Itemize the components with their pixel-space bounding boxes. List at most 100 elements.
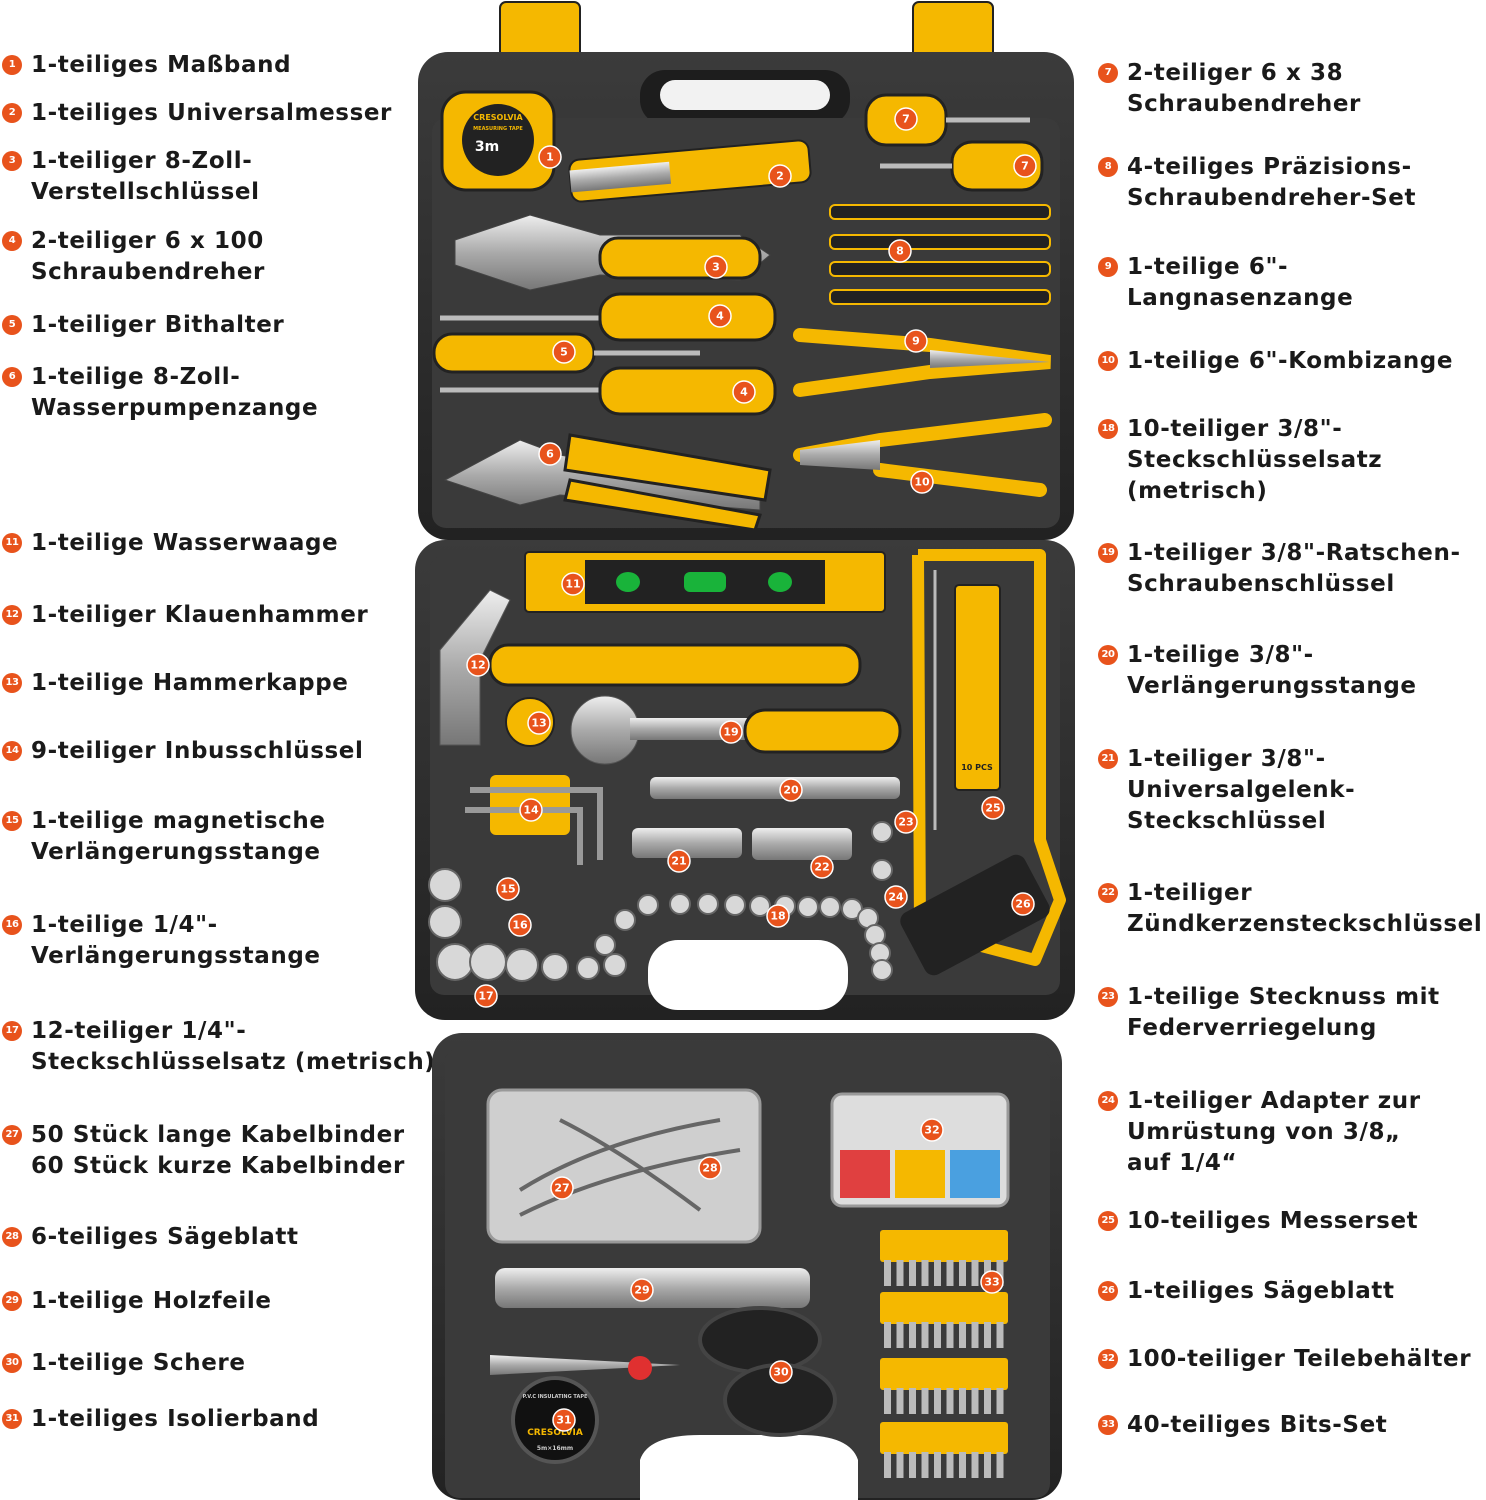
image-marker-label: 16 [512,919,528,932]
legend-label: 1-teiliger 3/8"- Universalgelenk- Stecks… [1127,746,1356,834]
bit [971,1260,979,1286]
bit [934,1388,941,1414]
bit [921,1260,929,1286]
bit [921,1388,929,1414]
image-marker-circle [552,1408,576,1432]
socket [697,893,719,915]
image-marker-circle [550,1176,574,1200]
image-marker-label: 10 [914,476,930,489]
image-marker: 24 [884,885,908,909]
image-marker: 9 [904,329,928,353]
legend-number-badge: 29 [2,1291,22,1311]
bit-set [880,1230,1008,1478]
image-marker-circle [630,1278,654,1302]
legend-label: 1-teiliges Universalmesser [31,100,393,126]
legend-label: 9-teiliger Inbusschlüssel [31,738,364,764]
combination-pliers [793,413,1052,497]
legend-item: 29 1-teilige Holzfeile [2,1286,272,1317]
legend-number-badge: 33 [1098,1415,1118,1435]
legend-label: 1-teilige 6"-Kombizange [1127,348,1454,374]
image-marker-label: 18 [770,910,785,923]
legend-label: 1-teilige Holzfeile [31,1288,272,1314]
socket [603,953,627,977]
image-marker-circle [527,711,551,735]
legend-number-badge: 17 [2,1021,22,1041]
image-marker-circle [888,239,912,263]
image-marker-label: 32 [924,1124,939,1137]
legend-label: 12-teiliger 1/4"- Steckschlüsselsatz (me… [31,1018,436,1075]
bit [896,1388,904,1414]
bit [984,1322,991,1348]
image-marker-label: 2 [776,170,784,183]
bit [934,1322,941,1348]
image-marker-label: 3 [712,261,720,274]
socket [614,909,636,931]
image-marker: 4 [708,304,732,328]
image-marker-circle [894,107,918,131]
legend-label: 4-teiliges Präzisions- Schraubendreher-S… [1127,154,1417,211]
legend-number-badge: 14 [2,741,22,761]
image-marker: 3 [704,255,728,279]
legend-number-badge: 18 [1098,419,1118,439]
bit [909,1388,916,1414]
socket [505,948,539,982]
socket [724,894,746,916]
legend-label: 1-teilige Hammerkappe [31,670,349,696]
image-marker-label: 11 [565,578,580,591]
bit [934,1452,941,1478]
blade-count: 10 PCS [961,763,993,772]
legend-number-badge: 28 [2,1227,22,1247]
legend-number-badge: 25 [1098,1211,1118,1231]
image-marker: 30 [769,1360,793,1384]
bit [946,1260,954,1286]
legend-number-badge: 1 [2,55,22,75]
image-marker: 13 [527,711,551,735]
screwdriver-1 [440,292,777,342]
image-marker-label: 1 [546,151,554,164]
image-marker-label: 23 [898,816,913,829]
legend-label: 1-teiliges Isolierband [31,1406,320,1432]
bit-strip [880,1358,1008,1390]
image-marker-label: 4 [716,310,724,323]
image-marker: 23 [894,810,918,834]
image-marker: 8 [888,239,912,263]
socket [594,934,616,956]
image-marker: 28 [698,1156,722,1180]
spirit-level [524,551,886,613]
socket [428,868,462,902]
legend-number-badge: 3 [2,151,22,171]
image-marker-label: 5 [560,346,568,359]
measuring-tape: CRESOLVIA MEASURING TAPE 3m [440,90,556,192]
bit [946,1322,954,1348]
legend-number-badge: 23 [1098,987,1118,1007]
legend-label: 1-teilige 8-Zoll- Wasserpumpenzange [31,364,319,421]
image-marker-circle [1011,892,1035,916]
bit [896,1322,904,1348]
water-pump-pliers [443,433,772,532]
image-marker: 7 [1013,154,1037,178]
bit [909,1260,916,1286]
universal-joint [632,828,742,858]
image-marker-circle [1013,154,1037,178]
spark-plug-socket [752,828,852,860]
image-marker-circle [508,913,532,937]
bit-strip [880,1422,1008,1454]
legend-item: 17 12-teiliger 1/4"- Steckschlüsselsatz (… [2,1016,435,1078]
precision-screwdrivers [829,204,1051,305]
bit [971,1322,979,1348]
